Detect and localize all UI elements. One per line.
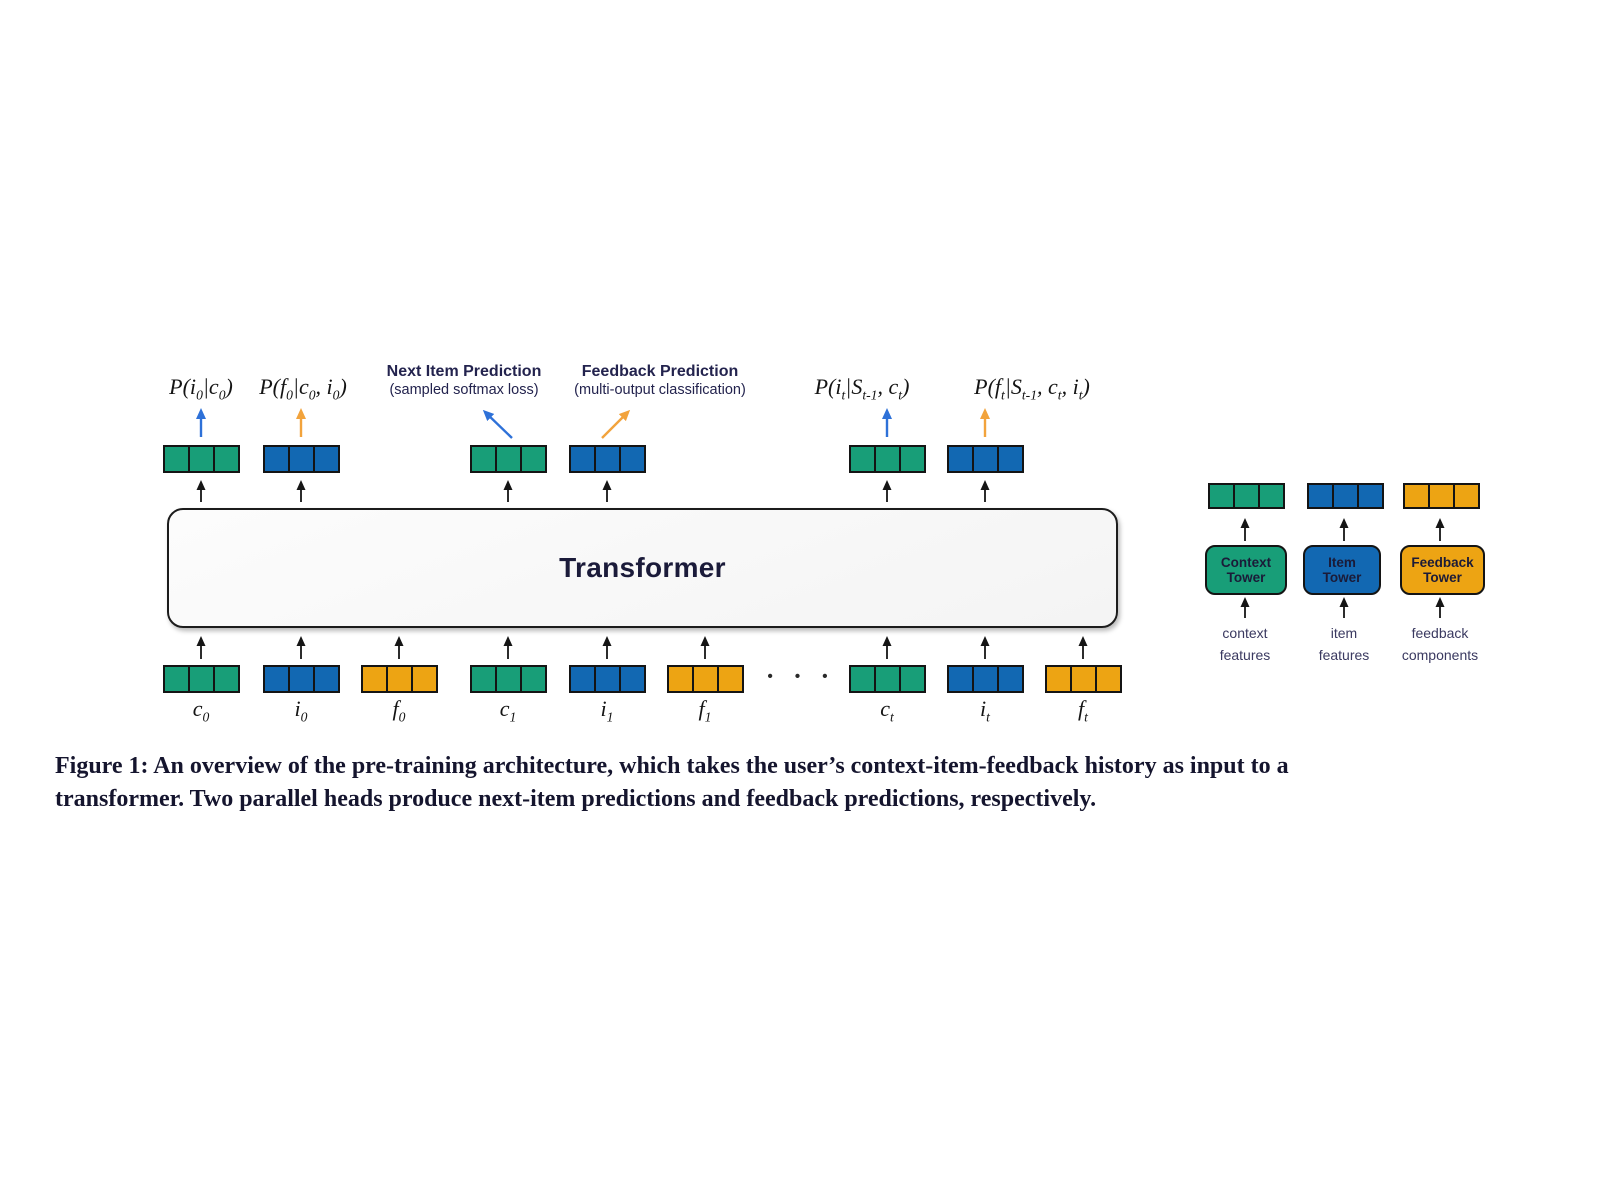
input-token-it <box>947 665 1024 693</box>
input-token-f1 <box>667 665 744 693</box>
prediction-formula-ft: P(ft|St-1, ct, it) <box>974 374 1090 403</box>
tower-arrows <box>1240 518 1445 618</box>
figure-caption-line2: transformer. Two parallel heads produce … <box>55 786 1097 812</box>
input-token-i1 <box>569 665 646 693</box>
prediction-formula-i0: P(i0|c0) <box>169 374 233 403</box>
feedback-components-label: feedback components <box>1402 622 1478 666</box>
input-label-i0: i0 <box>294 696 308 725</box>
next-item-prediction-label: Next Item Prediction (sampled softmax lo… <box>387 363 542 399</box>
feedback-prediction-subtitle: (multi-output classification) <box>574 382 746 398</box>
output-token-c1 <box>470 445 547 473</box>
input-label-c1: c1 <box>499 696 517 725</box>
item-tower-label: Item Tower <box>1322 555 1362 585</box>
feedback-prediction-label: Feedback Prediction (multi-output classi… <box>574 363 746 399</box>
arrow-feedback-head <box>601 409 631 439</box>
output-token-i1 <box>569 445 646 473</box>
input-arrows <box>196 636 1088 659</box>
context-tower-label: Context Tower <box>1220 555 1272 585</box>
feedback-components-line1: feedback <box>1411 625 1469 641</box>
tower-output-token-context <box>1208 483 1285 509</box>
input-label-i1: i1 <box>600 696 614 725</box>
input-token-c1 <box>470 665 547 693</box>
figure-caption: Figure 1: An overview of the pre-trainin… <box>55 750 1500 816</box>
input-token-f0 <box>361 665 438 693</box>
arrow-next-item-head <box>482 409 513 439</box>
item-features-label: item features <box>1319 622 1370 666</box>
input-label-ct: ct <box>880 696 894 725</box>
output-token-it <box>947 445 1024 473</box>
input-label-f0: f0 <box>392 696 406 725</box>
figure-caption-line1: Figure 1: An overview of the pre-trainin… <box>55 753 1289 779</box>
tower-output-token-feedback <box>1403 483 1480 509</box>
prediction-formula-f0: P(f0|c0, i0) <box>259 374 347 403</box>
item-features-line1: item <box>1330 625 1358 641</box>
input-label-c0: c0 <box>192 696 210 725</box>
feedback-tower-label: Feedback Tower <box>1411 555 1474 585</box>
input-token-ct <box>849 665 926 693</box>
context-tower-box: Context Tower <box>1205 545 1287 595</box>
output-token-c0 <box>163 445 240 473</box>
prediction-formula-it: P(it|St-1, ct) <box>814 374 910 403</box>
input-label-it: it <box>980 696 990 725</box>
feedback-tower-box: Feedback Tower <box>1400 545 1485 595</box>
transformer-block: Transformer <box>167 508 1118 628</box>
input-token-c0 <box>163 665 240 693</box>
prediction-arrows <box>196 408 990 439</box>
next-item-prediction-title: Next Item Prediction <box>386 363 542 380</box>
output-arrows <box>196 480 990 502</box>
input-label-f1: f1 <box>698 696 712 725</box>
input-label-ft: ft <box>1078 696 1088 725</box>
tower-output-token-item <box>1307 483 1384 509</box>
input-token-ft <box>1045 665 1122 693</box>
context-features-line2: features <box>1219 647 1271 663</box>
transformer-label: Transformer <box>559 552 726 583</box>
ellipsis-dots: • • • <box>767 668 837 685</box>
output-token-ct <box>849 445 926 473</box>
context-features-label: context features <box>1220 622 1271 666</box>
output-token-i0 <box>263 445 340 473</box>
context-features-line1: context <box>1222 625 1268 641</box>
feedback-components-line2: components <box>1401 647 1479 663</box>
item-features-line2: features <box>1318 647 1370 663</box>
item-tower-box: Item Tower <box>1303 545 1381 595</box>
next-item-prediction-subtitle: (sampled softmax loss) <box>389 382 539 398</box>
feedback-prediction-title: Feedback Prediction <box>581 363 739 380</box>
input-token-i0 <box>263 665 340 693</box>
